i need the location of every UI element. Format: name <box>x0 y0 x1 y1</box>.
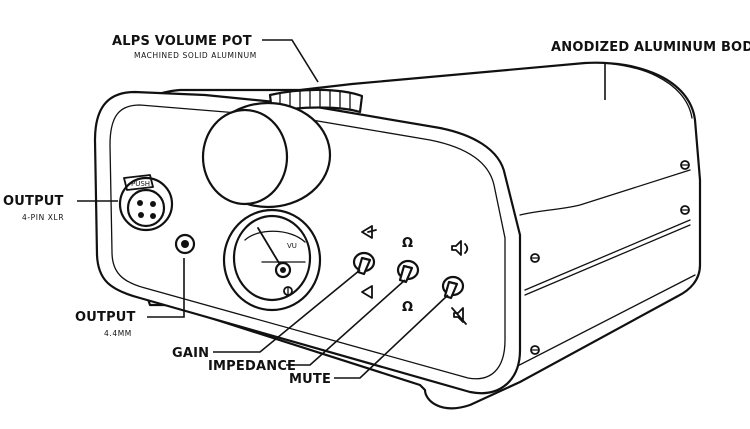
mute-switch <box>441 240 469 325</box>
triangle-low-icon <box>361 285 373 299</box>
alps-volume-pot-sublabel: MACHINED SOLID ALUMINUM <box>134 51 257 60</box>
gain-label: GAIN <box>172 346 209 361</box>
callout-gain: GAIN <box>172 346 209 361</box>
callout-impedance: IMPEDANCE <box>208 359 296 374</box>
volume-knob <box>201 88 364 209</box>
meter-vu-text: VU <box>287 242 297 250</box>
xlr-push-text: PUSH <box>131 180 150 188</box>
callout-output-xlr: OUTPUT 4-PIN XLR <box>3 194 64 222</box>
omega-icon: Ω <box>402 236 413 251</box>
output-xlr-label: OUTPUT <box>3 194 64 209</box>
output-44-label: OUTPUT <box>75 310 136 325</box>
leader-lines <box>77 39 606 379</box>
output-xlr-sublabel: 4-PIN XLR <box>22 213 64 222</box>
callout-mute: MUTE <box>289 372 331 387</box>
alps-volume-pot-label: ALPS VOLUME POT <box>112 34 252 49</box>
xlr-connector: PUSH <box>118 174 174 232</box>
callout-anodized-body: ANODIZED ALUMINUM BODY <box>551 40 750 55</box>
output-44-sublabel: 4.4MM <box>104 329 132 338</box>
impedance-label: IMPEDANCE <box>208 359 296 374</box>
anodized-body-label: ANODIZED ALUMINUM BODY <box>551 40 750 55</box>
jack-44mm <box>174 233 196 255</box>
triangle-high-icon <box>361 225 377 239</box>
speaker-mute-icon <box>451 307 467 325</box>
vu-meter: VU <box>222 208 322 312</box>
speaker-on-icon <box>451 240 469 256</box>
callout-output-44: OUTPUT 4.4MM <box>75 310 136 338</box>
gain-switch <box>352 225 377 299</box>
omega-icon-low: Ω <box>402 300 413 315</box>
mute-label: MUTE <box>289 372 331 387</box>
callout-alps-volume-pot: ALPS VOLUME POT MACHINED SOLID ALUMINUM <box>112 34 257 60</box>
